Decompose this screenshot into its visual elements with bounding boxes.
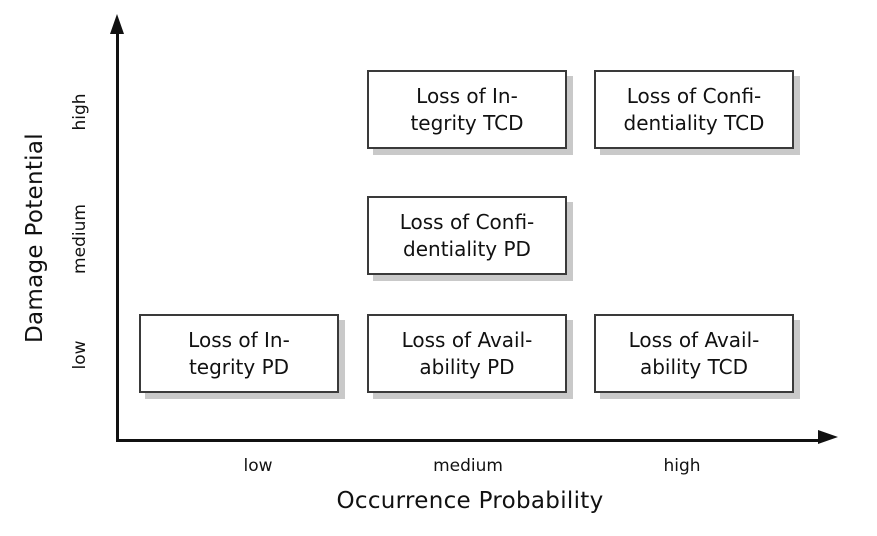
up-arrow-icon [110,14,124,34]
y-axis-tick-high: high [70,93,90,131]
x-axis-tick-medium: medium [433,456,503,476]
y-axis-line [116,30,119,442]
x-axis-line [116,439,822,442]
y-axis-title: Damage Potential [22,133,48,343]
x-axis-tick-high: high [663,456,701,476]
risk-cell-label: Loss of In- tegrity PD [188,327,290,379]
risk-cell-loss-of-confidentiality-pd[interactable]: Loss of Confi- dentiality PD [367,196,567,275]
risk-cell-label: Loss of Avail- ability PD [401,327,533,379]
risk-cell-loss-of-availability-pd[interactable]: Loss of Avail- ability PD [367,314,567,393]
risk-cell-label: Loss of In- tegrity TCD [410,83,524,135]
x-axis-title: Occurrence Probability [336,488,604,514]
y-axis-tick-low: low [70,340,90,370]
risk-cell-loss-of-integrity-pd[interactable]: Loss of In- tegrity PD [139,314,339,393]
risk-cell-label: Loss of Confi- dentiality TCD [623,83,765,135]
risk-cell-loss-of-confidentiality-tcd[interactable]: Loss of Confi- dentiality TCD [594,70,794,149]
risk-cell-label: Loss of Avail- ability TCD [628,327,760,379]
right-arrow-icon [818,430,838,444]
risk-cell-loss-of-availability-tcd[interactable]: Loss of Avail- ability TCD [594,314,794,393]
risk-cell-loss-of-integrity-tcd[interactable]: Loss of In- tegrity TCD [367,70,567,149]
y-axis-tick-medium: medium [70,204,90,274]
risk-cell-label: Loss of Confi- dentiality PD [399,209,535,261]
x-axis-tick-low: low [243,456,273,476]
